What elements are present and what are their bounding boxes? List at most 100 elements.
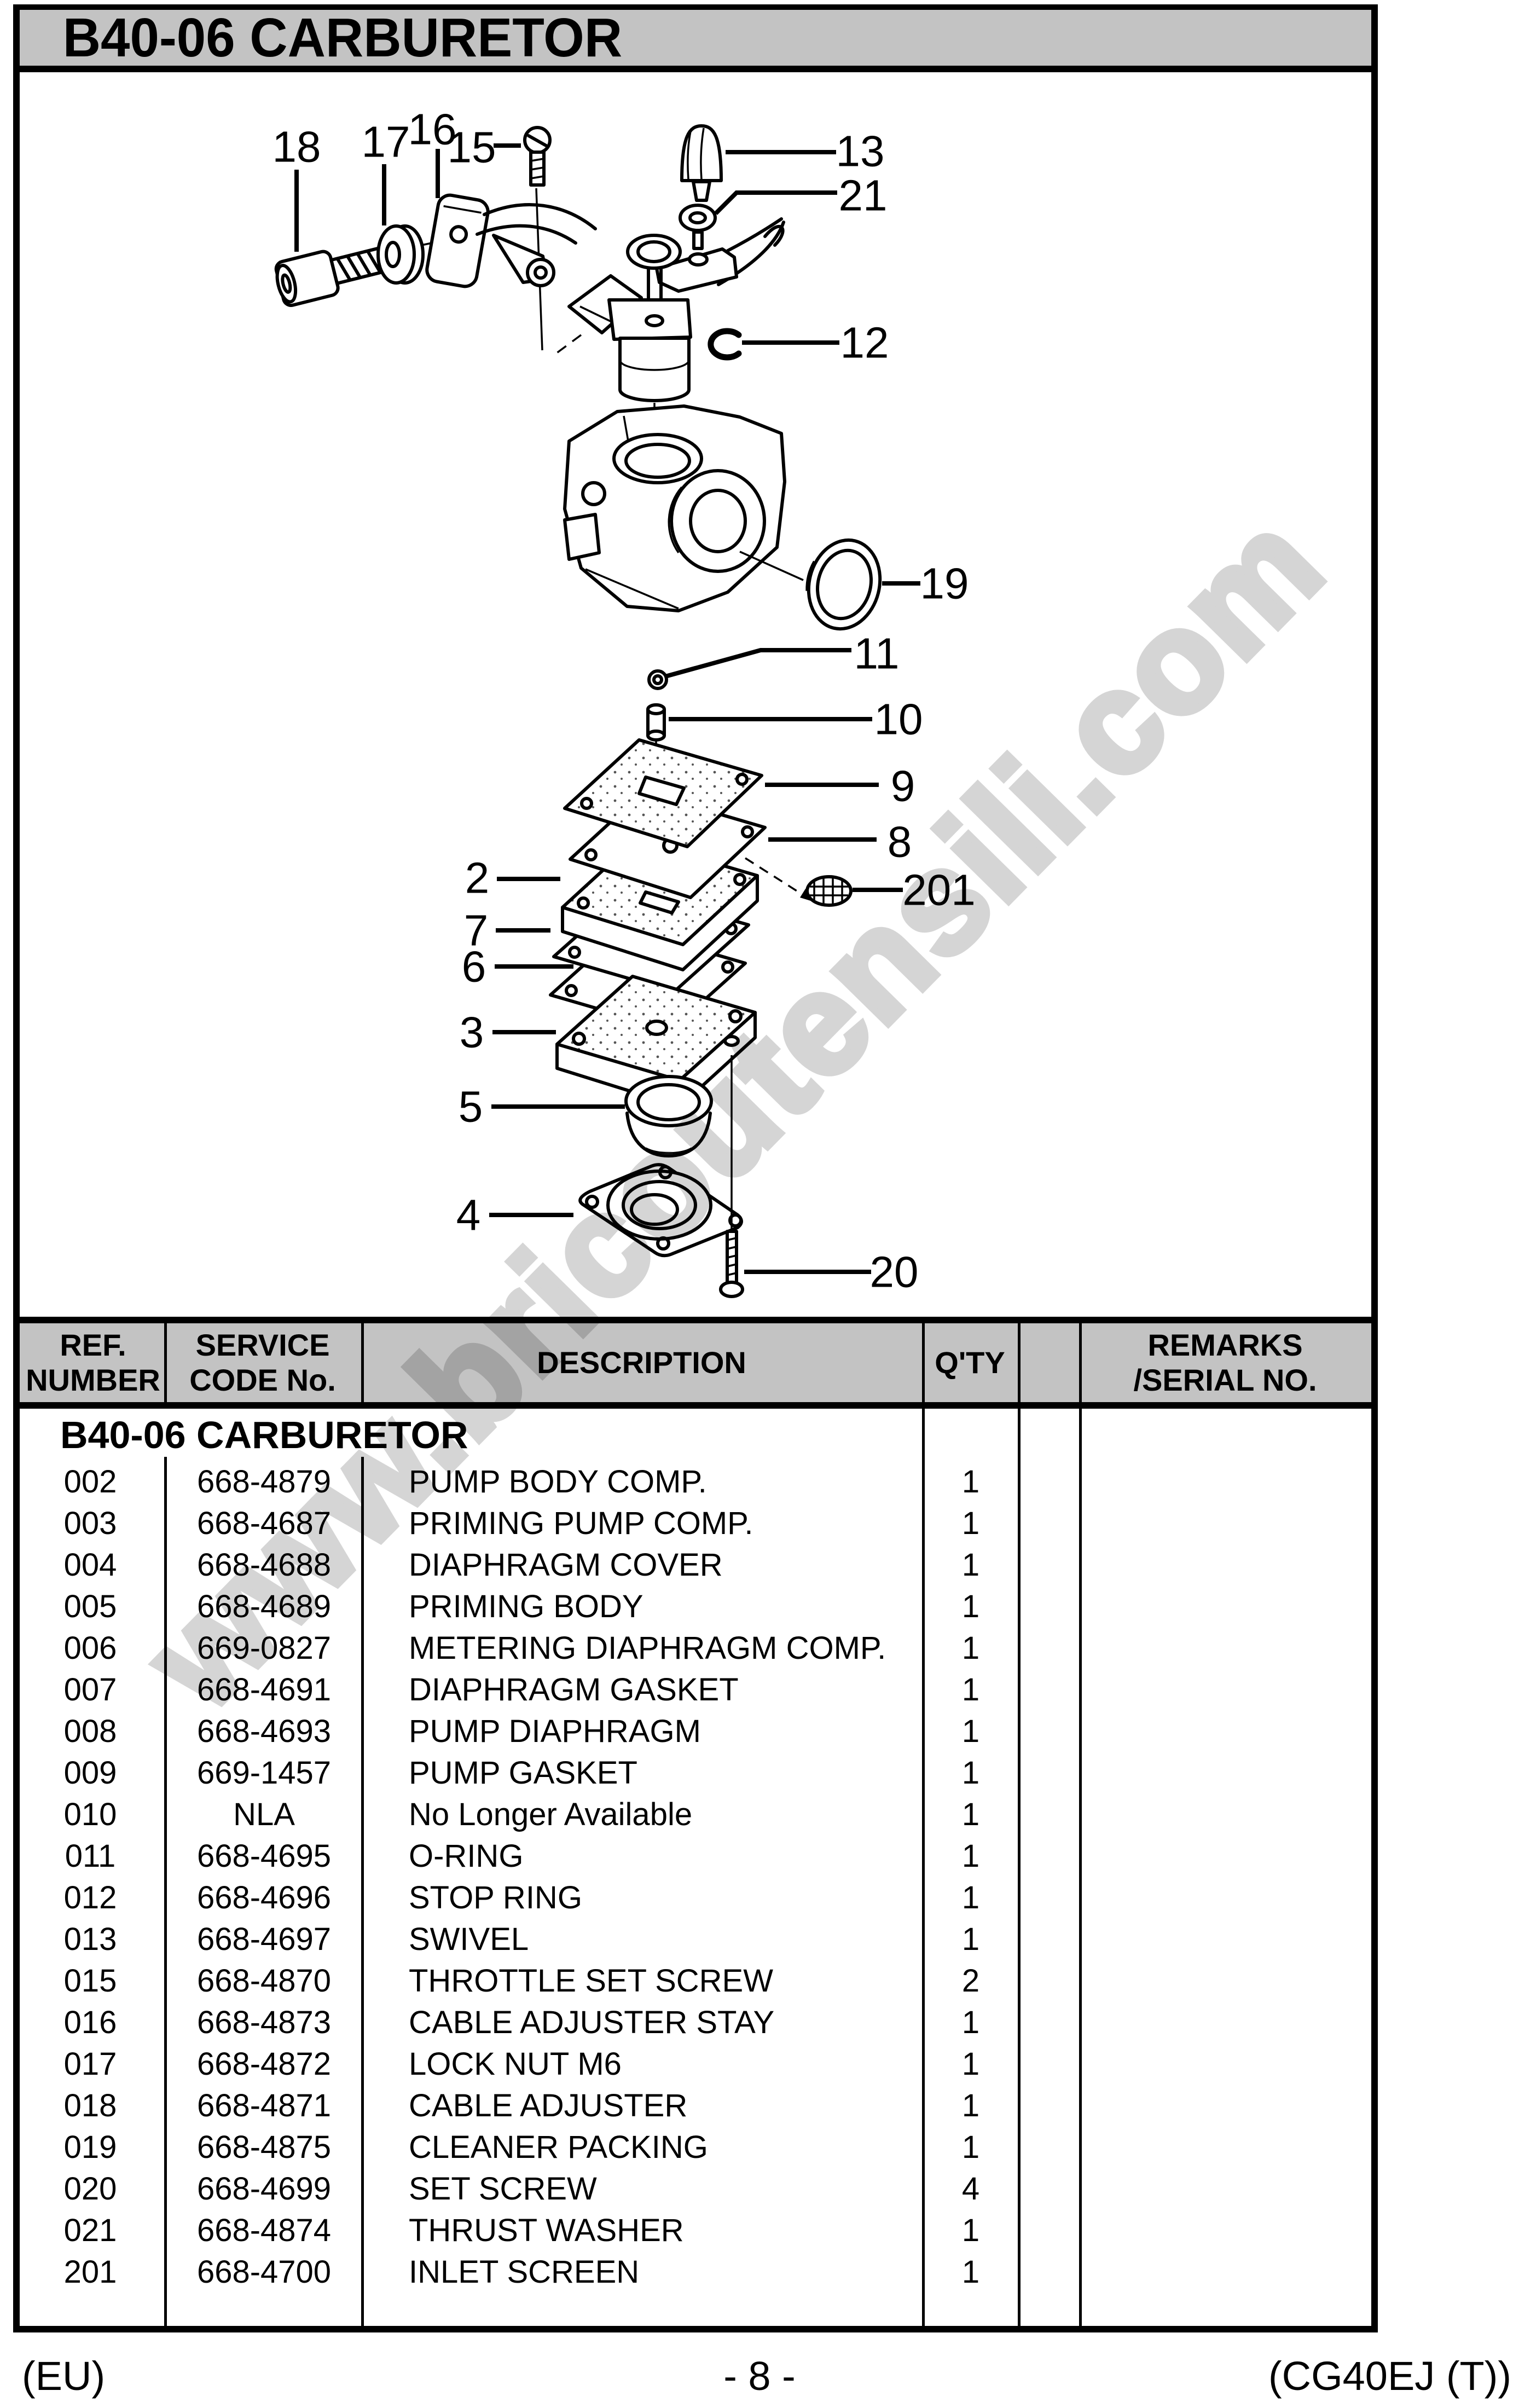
callout-label-7: 7 xyxy=(464,906,489,955)
row-020-code: 668-4699 xyxy=(196,2171,332,2207)
part-stop-ring-12 xyxy=(708,328,742,361)
callout-label-20: 20 xyxy=(870,1248,919,1296)
title-bar: B40-06 CARBURETOR xyxy=(20,7,1371,68)
row-002-qty: 1 xyxy=(961,1464,980,1500)
row-010-code: NLA xyxy=(233,1797,295,1832)
callout-label-6: 6 xyxy=(462,942,486,991)
callout-label-3: 3 xyxy=(460,1008,484,1057)
row-003-ref: 003 xyxy=(63,1506,117,1541)
row-005-qty: 1 xyxy=(961,1589,980,1624)
row-010-desc: No Longer Available xyxy=(409,1797,693,1832)
row-013-code: 668-4697 xyxy=(196,1921,332,1957)
callout-label-12: 12 xyxy=(840,319,889,367)
callout-label-8: 8 xyxy=(888,818,912,866)
table-section-title: B40-06 CARBURETOR xyxy=(60,1414,468,1456)
row-005-code: 668-4689 xyxy=(196,1589,332,1624)
row-005-desc: PRIMING BODY xyxy=(409,1589,643,1624)
callout-label-21: 21 xyxy=(839,171,888,220)
row-009-code: 669-1457 xyxy=(196,1755,332,1791)
col-rule-ref xyxy=(164,1457,167,2326)
part-set-screw-20 xyxy=(719,1055,744,1298)
row-017-desc: LOCK NUT M6 xyxy=(409,2046,622,2082)
row-002-desc: PUMP BODY COMP. xyxy=(409,1464,707,1500)
col-rule-code-header xyxy=(361,1323,364,1402)
row-007-qty: 1 xyxy=(961,1672,980,1707)
row-016-code: 668-4873 xyxy=(196,2005,332,2040)
row-011-desc: O-RING xyxy=(409,1838,524,1874)
row-012-code: 668-4696 xyxy=(196,1880,332,1915)
row-004-ref: 004 xyxy=(63,1547,117,1583)
row-017-qty: 1 xyxy=(961,2046,980,2082)
row-003-desc: PRIMING PUMP COMP. xyxy=(409,1506,753,1541)
row-004-qty: 1 xyxy=(961,1547,980,1583)
frame-left xyxy=(13,4,20,2332)
callout-leader-11 xyxy=(664,648,851,679)
row-013-desc: SWIVEL xyxy=(409,1921,529,1957)
row-008-ref: 008 xyxy=(63,1714,117,1749)
col-rule-desc xyxy=(922,1323,925,2326)
part-thrust-washer-21 xyxy=(679,204,717,250)
table-bottom-rule xyxy=(13,2326,1378,2332)
row-013-qty: 1 xyxy=(961,1921,980,1957)
row-012-desc: STOP RING xyxy=(409,1880,582,1915)
pointer-19 xyxy=(739,551,804,581)
callout-label-13: 13 xyxy=(836,127,885,176)
callout-label-2: 2 xyxy=(465,854,490,902)
part-throttle-lever xyxy=(476,203,597,287)
row-019-qty: 1 xyxy=(961,2129,980,2165)
header-qty: Q'TY xyxy=(935,1345,1005,1380)
callout-label-4: 4 xyxy=(456,1191,481,1240)
row-008-qty: 1 xyxy=(961,1714,980,1749)
part-cable-adjuster-stay-16 xyxy=(425,193,490,288)
row-020-ref: 020 xyxy=(63,2171,117,2207)
header-ref-number: REF. NUMBER xyxy=(26,1328,160,1397)
row-015-qty: 2 xyxy=(961,1963,980,1999)
row-021-code: 668-4874 xyxy=(196,2213,332,2248)
col-rule-spacer xyxy=(1079,1323,1082,2326)
row-018-code: 668-4871 xyxy=(196,2088,332,2123)
row-010-qty: 1 xyxy=(961,1797,980,1832)
row-003-qty: 1 xyxy=(961,1506,980,1541)
row-011-qty: 1 xyxy=(961,1838,980,1874)
title-bottom-rule xyxy=(13,66,1378,72)
part-priming-pump-5 xyxy=(624,1075,713,1157)
part-lock-nut-17 xyxy=(376,224,454,285)
col-rule-code xyxy=(361,1457,364,2326)
row-020-qty: 4 xyxy=(961,2171,980,2207)
row-003-code: 668-4687 xyxy=(196,1506,332,1541)
row-017-code: 668-4872 xyxy=(196,2046,332,2082)
row-021-qty: 1 xyxy=(961,2213,980,2248)
part-diaphragm-cover-4 xyxy=(578,1163,743,1258)
frame-top xyxy=(13,4,1378,10)
col-rule-ref-header xyxy=(164,1323,167,1402)
row-018-ref: 018 xyxy=(63,2088,117,2123)
part-cleaner-packing-19 xyxy=(805,538,882,631)
row-021-desc: THRUST WASHER xyxy=(409,2213,684,2248)
part-throttle-set-screw-15 xyxy=(523,126,552,351)
callout-label-10: 10 xyxy=(874,695,923,744)
callout-label-17: 17 xyxy=(362,118,410,166)
header-description: DESCRIPTION xyxy=(537,1345,746,1380)
callout-label-11: 11 xyxy=(854,629,899,678)
header-bottom-rule xyxy=(13,1402,1378,1409)
row-006-qty: 1 xyxy=(961,1630,980,1666)
callout-label-16: 16 xyxy=(408,105,457,154)
row-007-ref: 007 xyxy=(63,1672,117,1707)
row-017-ref: 017 xyxy=(63,2046,117,2082)
callout-leader-21 xyxy=(714,190,837,215)
row-018-qty: 1 xyxy=(961,2088,980,2123)
row-201-code: 668-4700 xyxy=(196,2254,332,2290)
part-pump-gasket-9 xyxy=(563,738,763,848)
row-013-ref: 013 xyxy=(63,1921,117,1957)
row-006-ref: 006 xyxy=(63,1630,117,1666)
row-015-desc: THROTTLE SET SCREW xyxy=(409,1963,773,1999)
row-021-ref: 021 xyxy=(63,2213,117,2248)
row-020-desc: SET SCREW xyxy=(409,2171,597,2207)
row-002-code: 668-4879 xyxy=(196,1464,332,1500)
row-002-ref: 002 xyxy=(63,1464,117,1500)
row-009-qty: 1 xyxy=(961,1755,980,1791)
row-016-qty: 1 xyxy=(961,2005,980,2040)
row-009-ref: 009 xyxy=(63,1755,117,1791)
